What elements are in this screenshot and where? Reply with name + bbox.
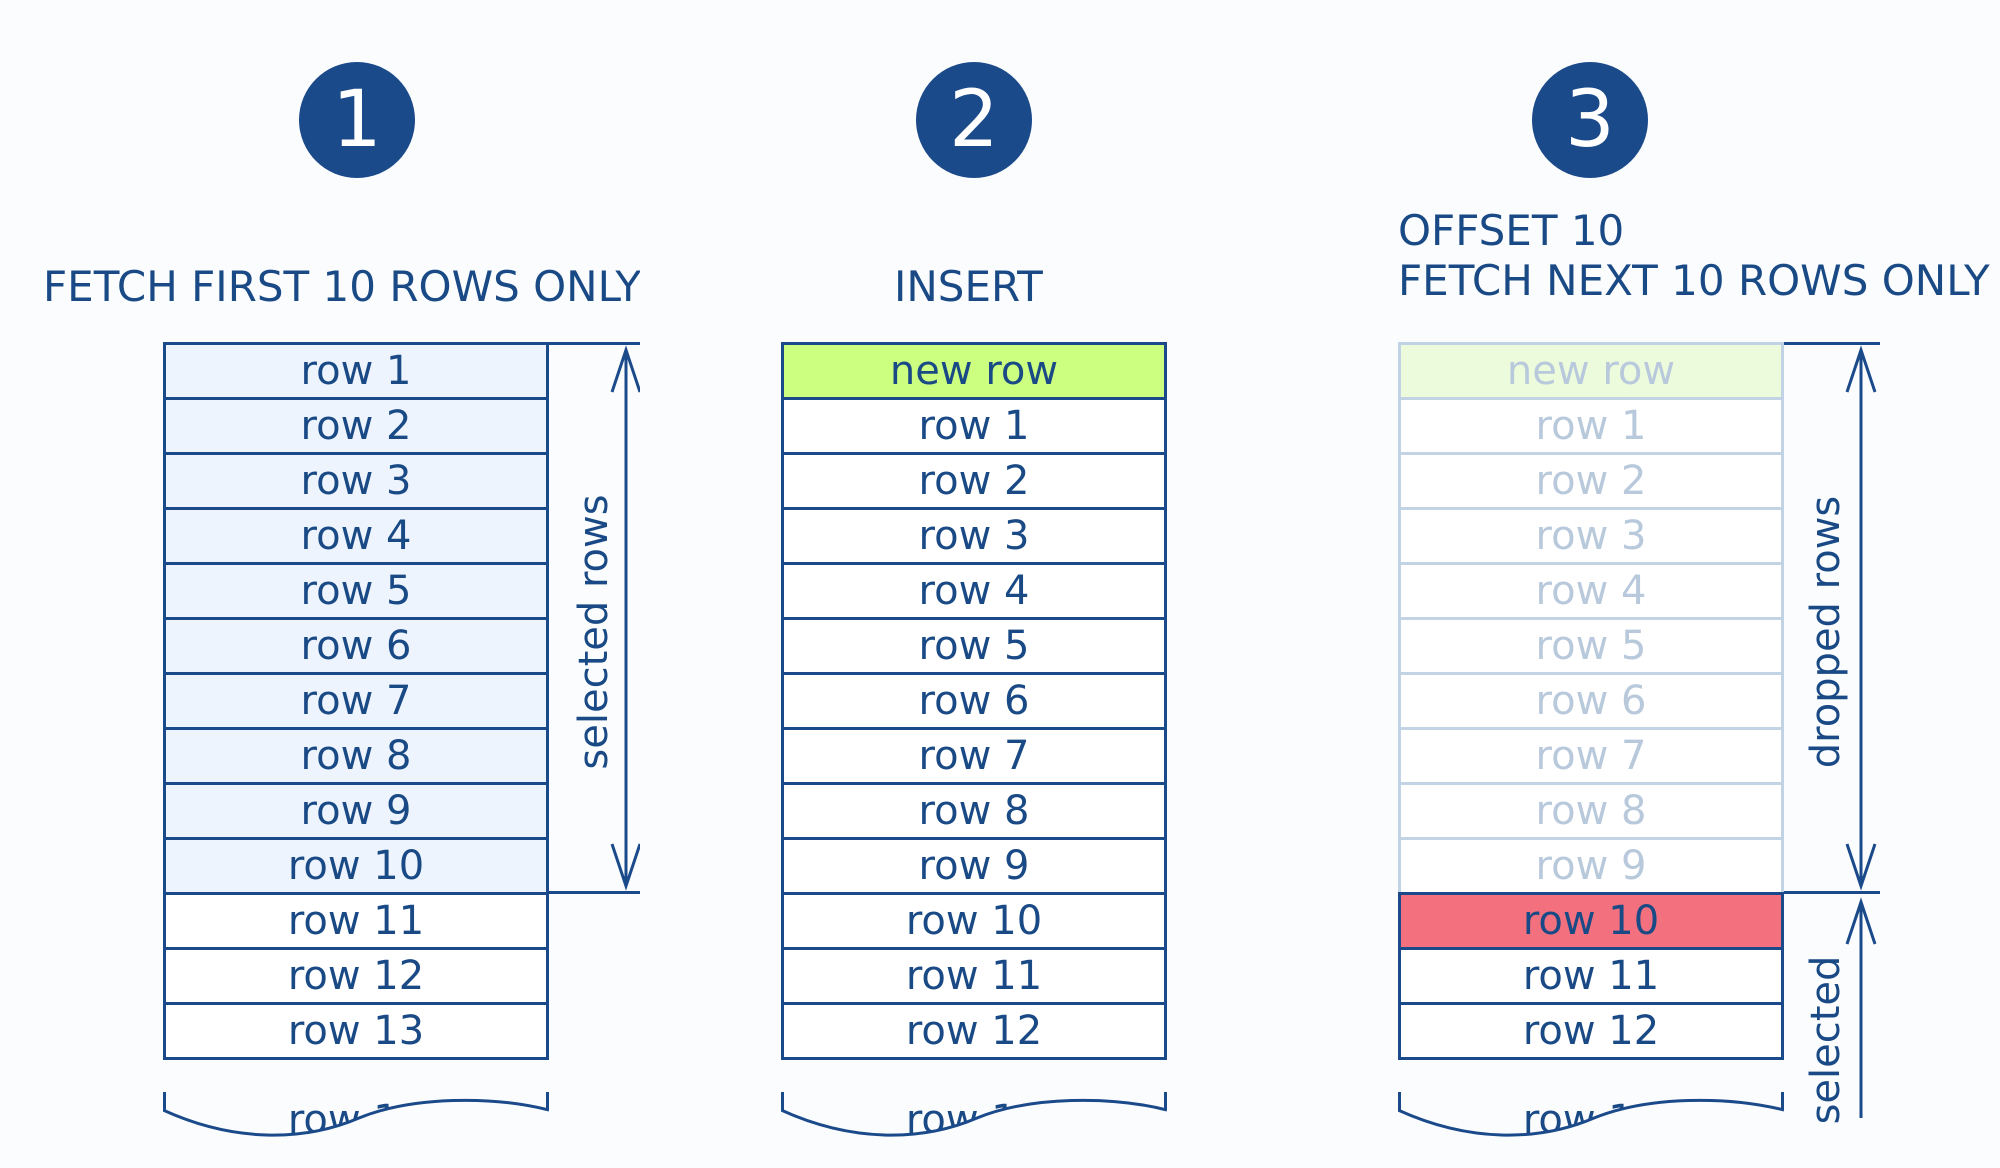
table-row: row 9 [781,837,1167,895]
table-row: row 10 [781,892,1167,950]
torn-edge-mask [1398,1100,1784,1142]
offset-brackets [1784,342,1880,1118]
torn-edge-shape [781,1092,1167,1142]
torn-row-edge: row 13 [781,1092,1167,1142]
table-row: row 3 [781,507,1167,565]
table-row: row 11 [163,892,549,950]
torn-edge-line [1398,1098,1784,1137]
step-number-badge: 3 [1532,62,1648,178]
table-row: row 7 [163,672,549,730]
table-row: row 3 [163,452,549,510]
table-row: row 10 [163,837,549,895]
selected-rows-bracket [549,342,640,894]
table-row: row 8 [1398,782,1784,840]
table-row: row 1 [781,397,1167,455]
table-row: new row [781,342,1167,400]
panel-heading: INSERT [894,262,1043,312]
arrow-down-icon [610,843,640,891]
torn-edge-shape [163,1092,549,1142]
heading-line: FETCH NEXT 10 ROWS ONLY [1398,256,1990,305]
torn-edge-sides [1398,1092,1784,1110]
step-number-badge: 1 [299,62,415,178]
heading-line: INSERT [894,262,1043,311]
table-row: row 2 [781,452,1167,510]
table-row: row 8 [781,782,1167,840]
table-row: row 9 [163,782,549,840]
table-row: new row [1398,342,1784,400]
arrow-up-icon [1845,897,1877,945]
arrow-up-icon [610,345,640,393]
torn-edge-mask [163,1100,549,1142]
torn-edge-sides [163,1092,549,1110]
table-row: row 5 [163,562,549,620]
selected-rows-label: selected rows [571,494,617,770]
torn-edge-line [781,1098,1167,1137]
torn-edge-line [163,1098,549,1137]
torn-edge-mask [781,1100,1167,1142]
table-row: row 12 [1398,1002,1784,1060]
torn-row-edge: row 13 [1398,1092,1784,1142]
torn-edge-shape [1398,1092,1784,1142]
heading-line: FETCH FIRST 10 ROWS ONLY [43,262,640,311]
table-row: row 4 [781,562,1167,620]
table-row: row 6 [781,672,1167,730]
table-row: row 5 [781,617,1167,675]
arrow-up-icon [1845,345,1877,393]
panel-heading: FETCH FIRST 10 ROWS ONLY [43,262,640,312]
table-row: row 12 [781,1002,1167,1060]
table-row: row 7 [781,727,1167,785]
torn-edge-sides [781,1092,1167,1110]
torn-row-edge: row 14 [163,1092,549,1142]
table-row: row 11 [781,947,1167,1005]
arrow-down-icon [1845,843,1877,891]
dropped-rows-label: dropped rows [1803,495,1849,769]
table-row: row 13 [163,1002,549,1060]
step-number-badge: 2 [916,62,1032,178]
panel-heading: OFFSET 10 FETCH NEXT 10 ROWS ONLY [1398,206,2000,306]
selected-label: selected [1803,955,1849,1125]
heading-line: OFFSET 10 [1398,206,1625,255]
panel-offset-fetch-next: 3 OFFSET 10 FETCH NEXT 10 ROWS ONLY new … [1280,0,2000,1168]
